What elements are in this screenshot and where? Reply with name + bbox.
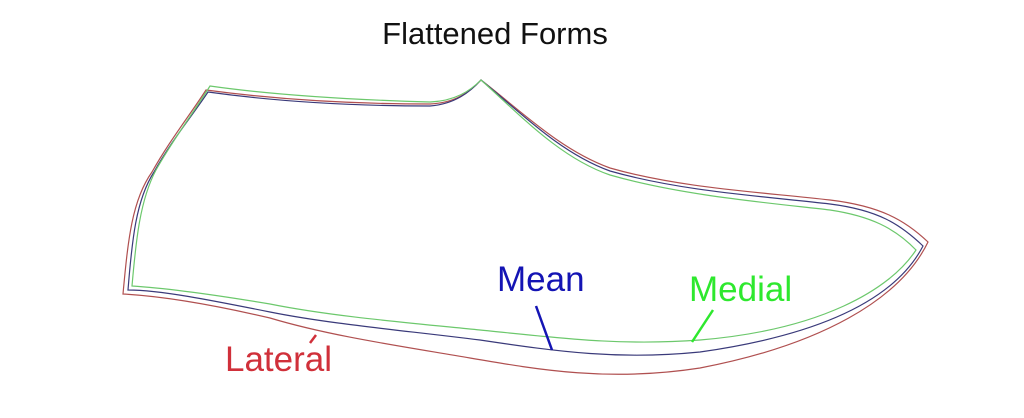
lateral-outline <box>122 79 929 375</box>
mean-label: Mean <box>497 260 585 299</box>
medial-label: Medial <box>689 270 792 309</box>
medial-leader-line <box>690 309 715 343</box>
lateral-leader-line <box>309 334 317 344</box>
mean-leader-line <box>534 305 554 351</box>
lateral-label: Lateral <box>225 340 332 379</box>
diagram-title: Flattened Forms <box>382 16 608 51</box>
medial-outline <box>131 79 917 343</box>
